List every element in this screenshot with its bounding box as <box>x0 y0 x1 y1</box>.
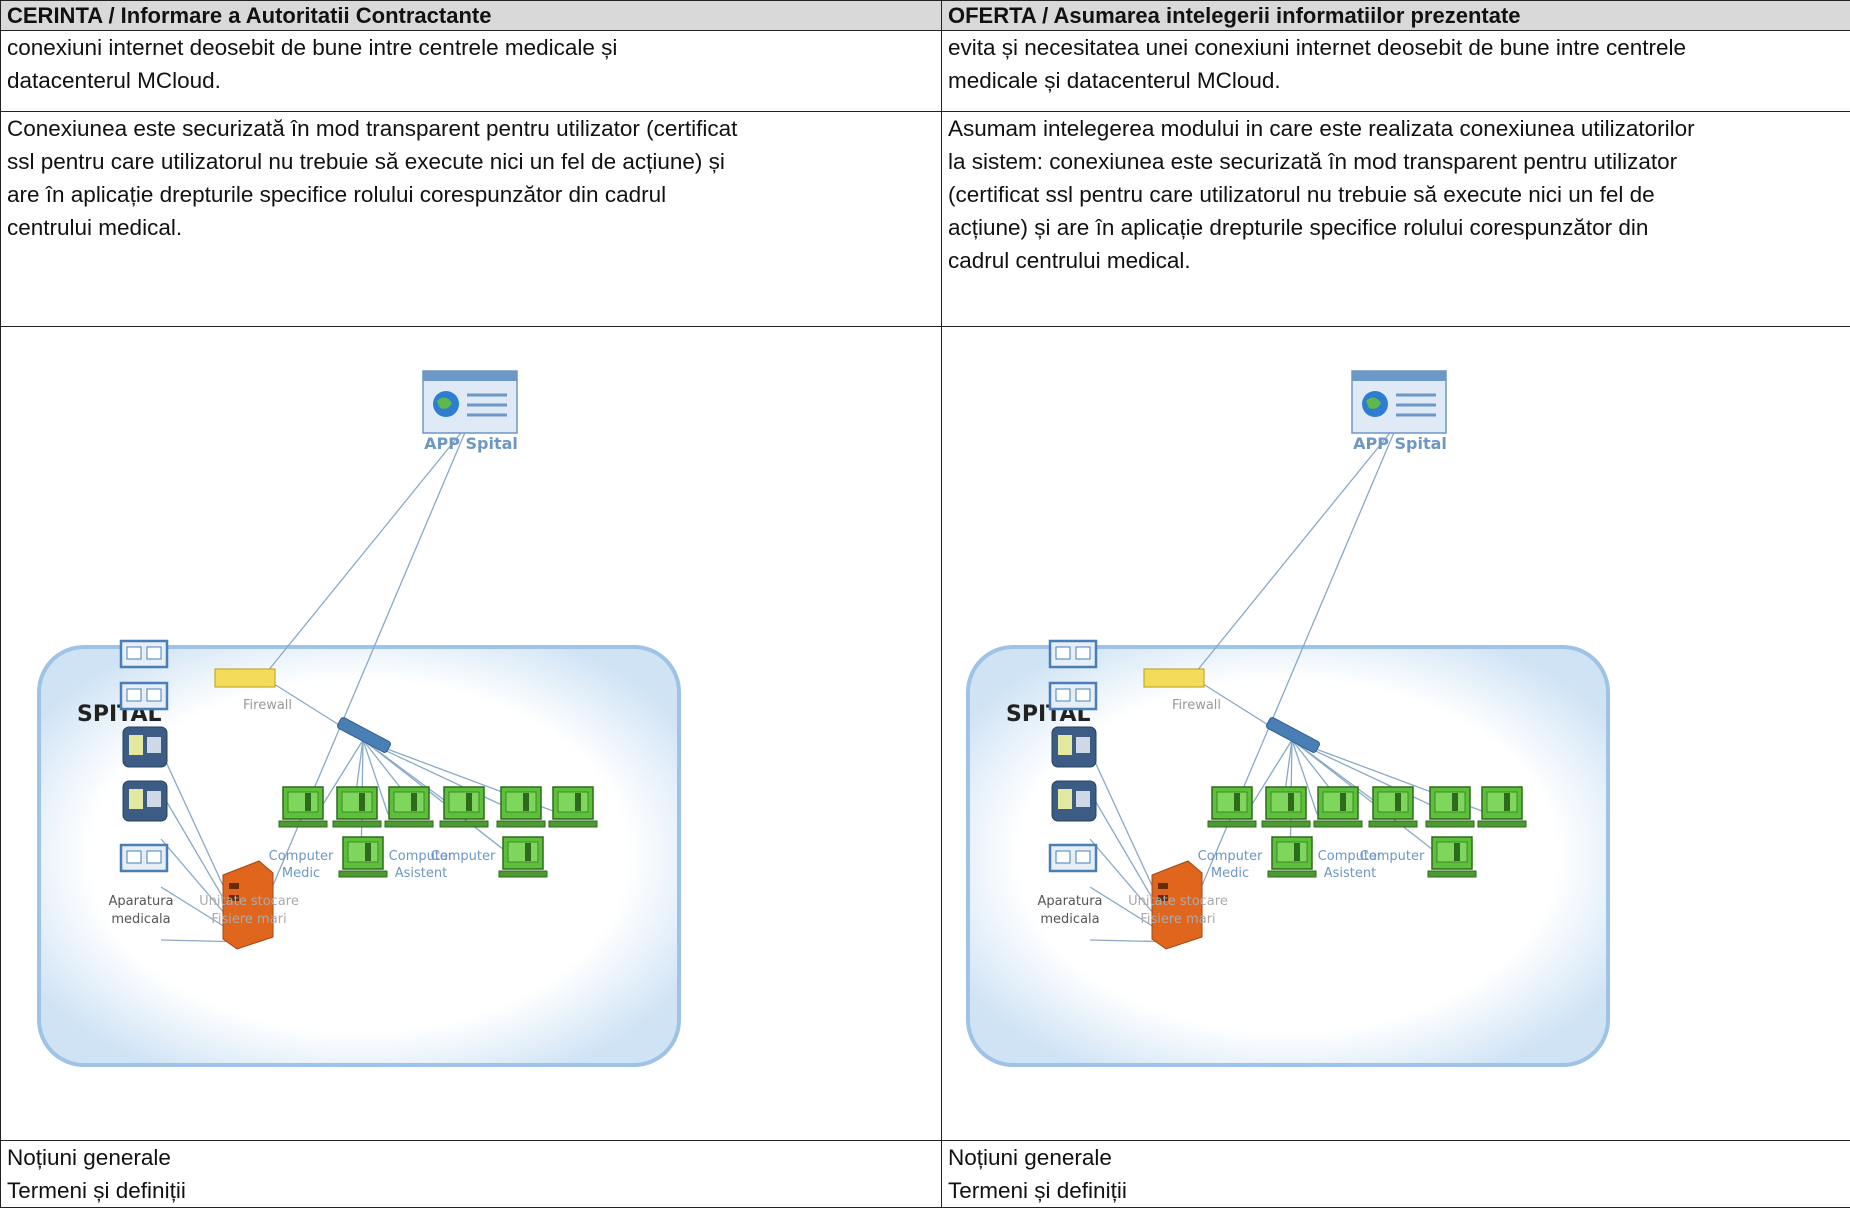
text-line: centrului medical. <box>7 211 935 244</box>
computer-label: Computer <box>1360 849 1425 864</box>
table-row: conexiuni internet deosebit de bune intr… <box>1 31 1850 112</box>
oferta-cell: evita și necesitatea unei conexiuni inte… <box>942 31 1850 112</box>
computer-icon <box>440 787 488 827</box>
medical-device-icon <box>1050 683 1096 709</box>
text-line: Termeni și definiții <box>948 1174 1850 1207</box>
firewall-icon <box>1144 669 1204 687</box>
computer-icon <box>1268 837 1316 877</box>
computer-icon <box>1208 787 1256 827</box>
computer-medic-label: Medic <box>1211 866 1249 881</box>
aparatura-label: medicala <box>1040 912 1099 927</box>
header-oferta: OFERTA / Asumarea intelegerii informatii… <box>942 1 1850 31</box>
aparatura-label: Aparatura <box>108 894 173 909</box>
app-server-icon <box>1352 371 1446 433</box>
cerinta-cell: conexiuni internet deosebit de bune intr… <box>1 31 942 112</box>
text-line: Noțiuni generale <box>948 1141 1850 1174</box>
computer-medic-label: Medic <box>282 866 320 881</box>
medical-device-icon <box>1050 845 1096 871</box>
text-line: Noțiuni generale <box>7 1141 935 1174</box>
computer-icon <box>1369 787 1417 827</box>
table-header-row: CERINTA / Informare a Autoritatii Contra… <box>1 1 1850 31</box>
text-line: evita și necesitatea unei conexiuni inte… <box>948 31 1850 64</box>
text-line: Asumam intelegerea modului in care este … <box>948 112 1850 145</box>
computer-icon <box>1426 787 1474 827</box>
text-line: acțiune) și are în aplicație drepturile … <box>948 211 1850 244</box>
cerinta-cell: Noțiuni generale Termeni și definiții <box>1 1141 942 1208</box>
computer-icon <box>1262 787 1310 827</box>
computer-medic-label: Computer <box>1198 849 1263 864</box>
text-line: (certificat ssl pentru care utilizatorul… <box>948 178 1850 211</box>
text-line: Termeni și definiții <box>7 1174 935 1207</box>
text-line: cadrul centrului medical. <box>948 244 1850 277</box>
medical-machine-icon <box>123 727 167 767</box>
header-cerinta: CERINTA / Informare a Autoritatii Contra… <box>1 1 942 31</box>
medical-device-icon <box>121 845 167 871</box>
storage-label: Fisiere mari <box>211 912 286 927</box>
computer-icon <box>549 787 597 827</box>
text-line: are în aplicație drepturile specifice ro… <box>7 178 935 211</box>
app-label: APP Spital <box>1353 434 1447 453</box>
aparatura-label: Aparatura <box>1037 894 1102 909</box>
computer-icon <box>333 787 381 827</box>
medical-device-icon <box>121 641 167 667</box>
text-line: la sistem: conexiunea este securizată în… <box>948 145 1850 178</box>
storage-label: Unitate stocare <box>199 894 299 909</box>
app-label: APP Spital <box>424 434 518 453</box>
computer-icon <box>279 787 327 827</box>
table-row: Noțiuni generale Termeni și definiții No… <box>1 1141 1850 1208</box>
storage-label: Fisiere mari <box>1140 912 1215 927</box>
connection-line <box>263 423 469 677</box>
computer-icon <box>339 837 387 877</box>
medical-machine-icon <box>123 781 167 821</box>
computer-icon <box>497 787 545 827</box>
text-line: Conexiunea este securizată în mod transp… <box>7 112 935 145</box>
firewall-label: Firewall <box>1172 698 1221 713</box>
text-line: conexiuni internet deosebit de bune intr… <box>7 31 935 64</box>
app-server-icon <box>423 371 517 433</box>
computer-icon <box>1428 837 1476 877</box>
medical-machine-icon <box>1052 727 1096 767</box>
text-line: datacenterul MCloud. <box>7 64 935 97</box>
medical-device-icon <box>1050 641 1096 667</box>
connection-line <box>1192 423 1398 677</box>
medical-device-icon <box>121 683 167 709</box>
oferta-cell: Noțiuni generale Termeni și definiții <box>942 1141 1850 1208</box>
computer-icon <box>385 787 433 827</box>
computer-icon <box>499 837 547 877</box>
oferta-cell: Asumam intelegerea modului in care este … <box>942 112 1850 327</box>
firewall-label: Firewall <box>243 698 292 713</box>
computer-asistent-label: Asistent <box>395 866 447 881</box>
computer-label: Computer <box>431 849 496 864</box>
computer-asistent-label: Asistent <box>1324 866 1376 881</box>
computer-icon <box>1314 787 1362 827</box>
medical-machine-icon <box>1052 781 1096 821</box>
computer-medic-label: Computer <box>269 849 334 864</box>
table-row: Conexiunea este securizată în mod transp… <box>1 112 1850 327</box>
firewall-icon <box>215 669 275 687</box>
text-line: medicale și datacenterul MCloud. <box>948 64 1850 97</box>
text-line: ssl pentru care utilizatorul nu trebuie … <box>7 145 935 178</box>
aparatura-label: medicala <box>111 912 170 927</box>
computer-icon <box>1478 787 1526 827</box>
storage-label: Unitate stocare <box>1128 894 1228 909</box>
cerinta-cell: Conexiunea este securizată în mod transp… <box>1 112 942 327</box>
